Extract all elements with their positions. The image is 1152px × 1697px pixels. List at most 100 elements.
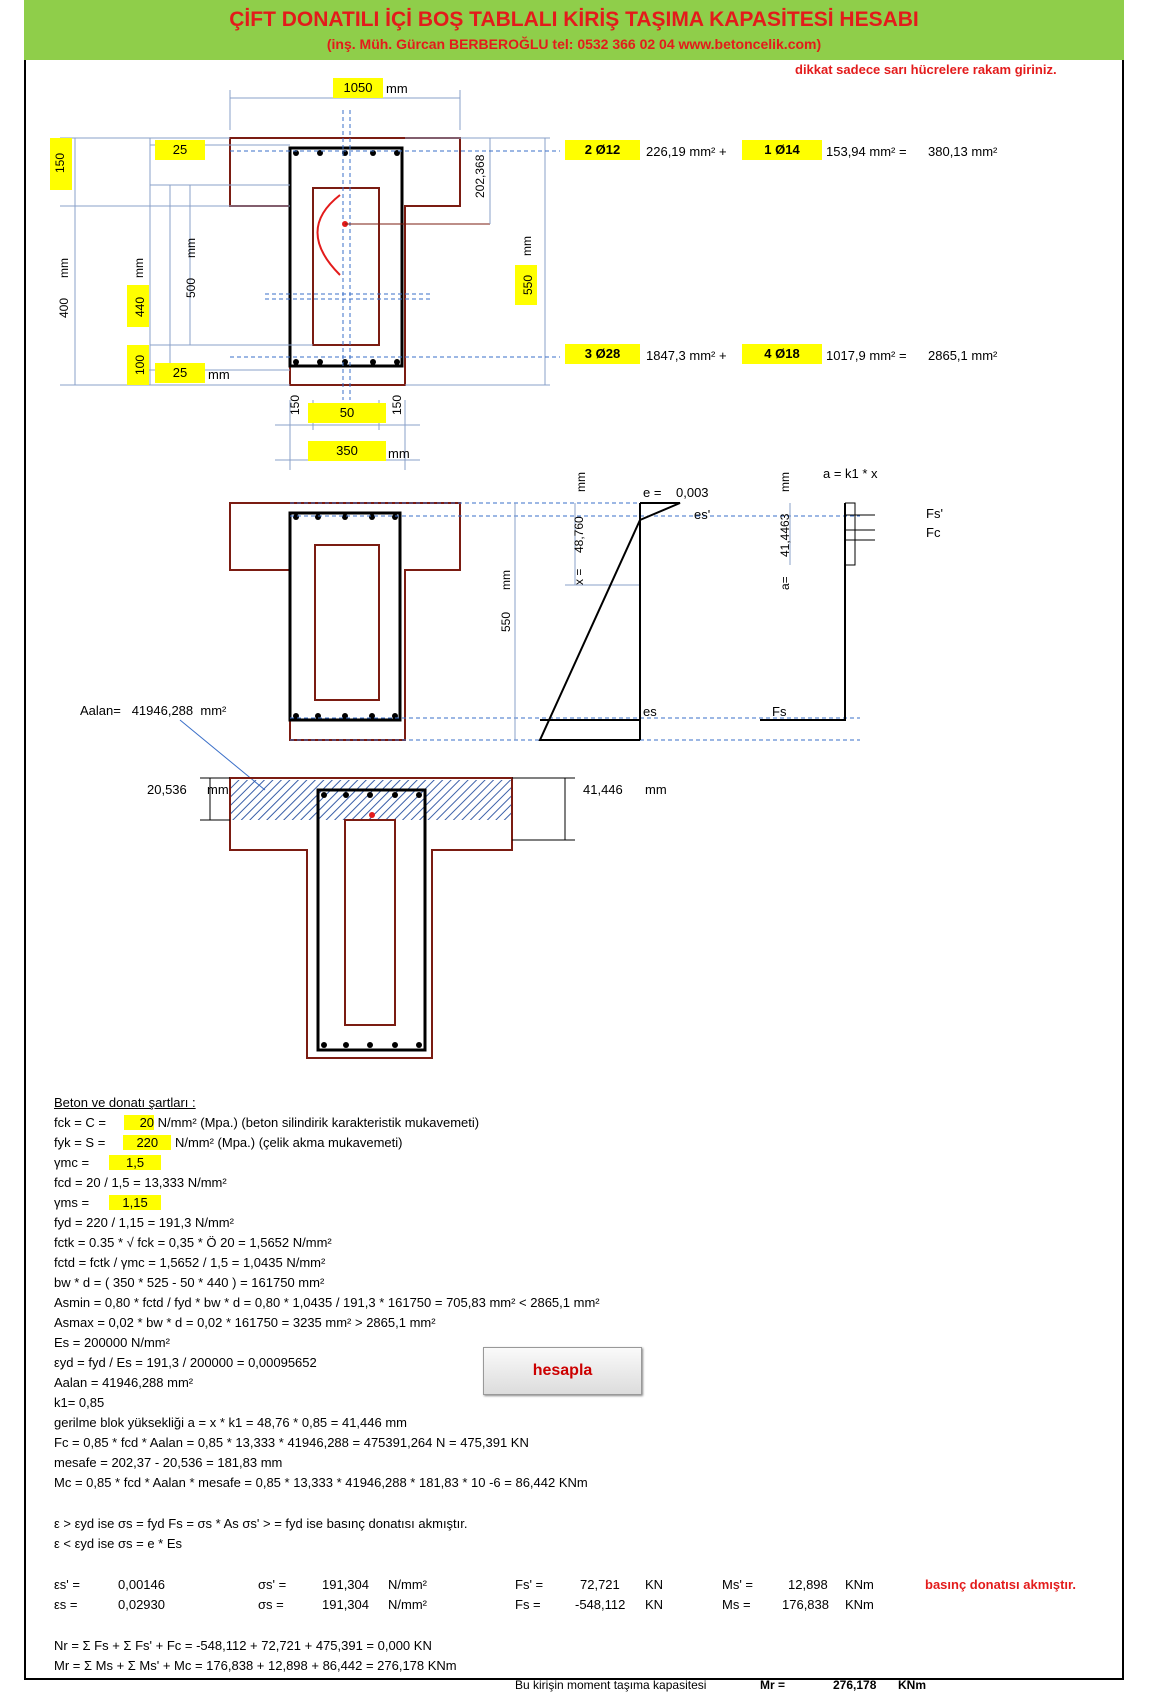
void-height-input[interactable]: 440 [127, 285, 149, 327]
asmax-row: Asmax = 0,02 * bw * d = 0,02 * 161750 = … [54, 1315, 436, 1330]
eps-top-value: 0,00146 [118, 1577, 165, 1592]
cover-bottom-input[interactable]: 25 [155, 363, 205, 383]
a-formula: a = k1 * x [823, 466, 878, 481]
nr-row: Nr = Σ Fs + Σ Fs' + Fc = -548,112 + 72,7… [54, 1638, 432, 1653]
gms-input[interactable]: 1,15 [109, 1195, 162, 1210]
eps-bot-label: εs = [54, 1597, 78, 1612]
calc-heading: Beton ve donatı şartları : [54, 1095, 196, 1110]
web-left-dim: 150 [288, 394, 302, 415]
section-drawing-2 [179, 502, 875, 791]
sig-bot-label: σs = [258, 1597, 284, 1612]
top-area2: 153,94 mm² = [826, 144, 907, 159]
bot-bar1-input[interactable]: 3 Ø28 [565, 344, 640, 364]
flange-width-input[interactable]: 1050 [333, 78, 383, 98]
capacity-unit: KNm [898, 1678, 927, 1692]
bot-bar2-input[interactable]: 4 Ø18 [742, 344, 822, 364]
top-bar2-input[interactable]: 1 Ø14 [742, 140, 822, 160]
x-value: 48,760 [572, 516, 586, 553]
a41-value: 41,446 [583, 782, 623, 797]
unit-label: mm [386, 81, 408, 96]
unit-label: mm [499, 570, 513, 590]
eyd-row: εyd = fyd / Es = 191,3 / 200000 = 0,0009… [54, 1355, 317, 1370]
unit-label: mm [778, 472, 792, 492]
fck-input[interactable]: 20 [124, 1115, 155, 1130]
void-width-input[interactable]: 50 [308, 403, 386, 423]
unit-label: N/mm² [388, 1597, 427, 1612]
fs-top-result: 72,721 [580, 1577, 620, 1592]
centroid-dim: 202,368 [473, 154, 487, 198]
top-total: 380,13 mm² [928, 144, 998, 159]
asmin-row: Asmin = 0,80 * fctd / fyd * bw * d = 0,8… [54, 1295, 600, 1310]
gmc-input[interactable]: 1,5 [109, 1155, 162, 1170]
capacity-value: 276,178 [833, 1678, 877, 1692]
web-height-dim: 400 [57, 297, 71, 318]
total-height-input[interactable]: 550 [515, 265, 537, 305]
unit-label: N/mm² [388, 1577, 427, 1592]
top-bar1-input[interactable]: 2 Ø12 [565, 140, 640, 160]
rule1-row: ε > εyd ise σs = fyd Fs = σs * As σs' > … [54, 1516, 468, 1531]
es-bottom-label: es [643, 704, 657, 719]
unit-label: mm [184, 238, 198, 258]
fs-bot-result-label: Fs = [515, 1597, 541, 1612]
bwd-row: bw * d = ( 350 * 525 - 50 * 440 ) = 1617… [54, 1275, 325, 1290]
web-width-input[interactable]: 350 [308, 441, 386, 461]
ms-top-label: Ms' = [722, 1577, 754, 1592]
mesafe-row: mesafe = 202,37 - 20,536 = 181,83 mm [54, 1455, 283, 1470]
mc-row: Mc = 0,85 * fcd * Aalan * mesafe = 0,85 … [54, 1475, 588, 1490]
fctk-row: fctk = 0.35 * √ fck = 0,35 * Ö 20 = 1,56… [54, 1235, 332, 1250]
es-top-label: es' [694, 507, 711, 522]
fs-bot-result: -548,112 [575, 1597, 626, 1612]
eps-top-label: εs' = [54, 1577, 80, 1592]
sig-top-label: σs' = [258, 1577, 287, 1592]
bot-area1: 1847,3 mm² + [646, 348, 727, 363]
unit-label: KNm [845, 1597, 874, 1612]
sig-top-value: 191,304 [322, 1577, 369, 1592]
top-area1: 226,19 mm² + [646, 144, 727, 159]
ms-bot-value: 176,838 [782, 1597, 829, 1612]
fyk-input[interactable]: 220 [123, 1135, 172, 1150]
header: ÇİFT DONATILI İÇİ BOŞ TABLALI KİRİŞ TAŞI… [24, 0, 1124, 60]
gmc-row: γmc =1,5 [54, 1155, 162, 1170]
bottom-cover-height-input[interactable]: 100 [127, 345, 149, 385]
bot-total: 2865,1 mm² [928, 348, 998, 363]
cover-top-input[interactable]: 25 [155, 140, 205, 160]
aalan-row: Aalan = 41946,288 mm² [54, 1375, 194, 1390]
unit-label: mm [207, 782, 229, 797]
fc-label: Fc [926, 525, 941, 540]
page-frame [24, 0, 1124, 1680]
web-right-dim: 150 [390, 394, 404, 415]
h20-value: 20,536 [147, 782, 187, 797]
fc-row: Fc = 0,85 * fcd * Aalan = 0,85 * 13,333 … [54, 1435, 529, 1450]
page-title: ÇİFT DONATILI İÇİ BOŞ TABLALI KİRİŞ TAŞI… [229, 8, 919, 31]
unit-label: KN [645, 1577, 664, 1592]
fyk-row: fyk = S =220 N/mm² (Mpa.) (çelik akma mu… [54, 1135, 403, 1150]
e-value: 0,003 [676, 485, 709, 500]
unit-label: mm [574, 472, 588, 492]
flange-height-input[interactable]: 150 [50, 138, 72, 190]
fs-top-result-label: Fs' = [515, 1577, 544, 1592]
mr-row: Mr = Σ Ms + Σ Ms' + Mc = 176,838 + 12,89… [54, 1658, 457, 1673]
fs-top-label: Fs' [926, 506, 943, 521]
yield-note: basınç donatısı akmıştır. [925, 1577, 1076, 1592]
fcd-row: fcd = 20 / 1,5 = 13,333 N/mm² [54, 1175, 227, 1190]
fs-bottom-label: Fs [772, 704, 787, 719]
fctd-row: fctd = fctk / γmc = 1,5652 / 1,5 = 1,043… [54, 1255, 326, 1270]
a-label: a= [778, 576, 792, 590]
sig-bot-value: 191,304 [322, 1597, 369, 1612]
unit-label: mm [520, 236, 534, 256]
rule2-row: ε < εyd ise σs = e * Es [54, 1536, 183, 1551]
a-row: gerilme blok yüksekliği a = x * k1 = 48,… [54, 1415, 407, 1430]
unit-label: KN [645, 1597, 664, 1612]
calculate-button[interactable]: hesapla [483, 1347, 642, 1395]
eps-bot-value: 0,02930 [118, 1597, 165, 1612]
unit-label: KNm [845, 1577, 874, 1592]
unit-label: mm [645, 782, 667, 797]
section-drawing-3 [200, 777, 575, 1059]
x-label: x = [572, 568, 586, 585]
warning-text: dikkat sadece sarı hücrelere rakam girin… [795, 62, 1057, 77]
ms-top-value: 12,898 [788, 1577, 828, 1592]
bot-area2: 1017,9 mm² = [826, 348, 907, 363]
unit-label: mm [388, 446, 410, 461]
inner-height-dim: 500 [184, 277, 198, 298]
capacity-label: Bu kirişin moment taşıma kapasitesi [515, 1678, 707, 1692]
